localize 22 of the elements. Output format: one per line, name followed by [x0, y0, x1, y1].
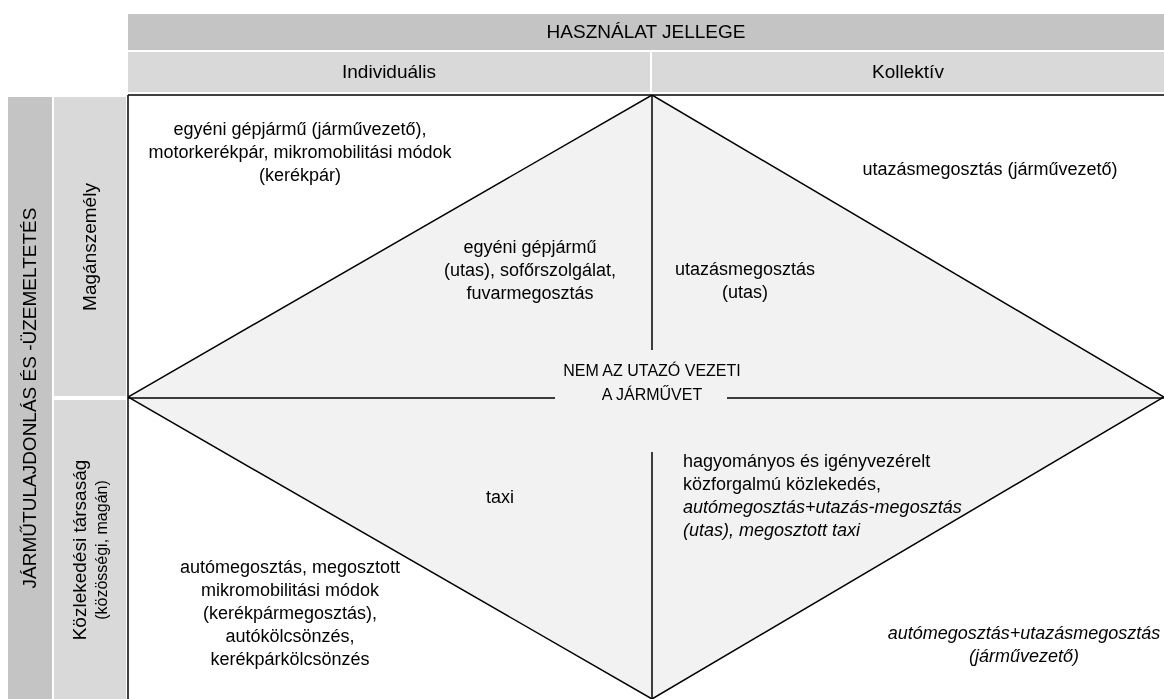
header-cell [54, 97, 126, 396]
category-text: hagyományos és igényvezérelt közforgalmú közlekedés, autómegosztás+utazás-megosztás (utas), megosztott taxi [683, 450, 963, 542]
header-text: Közlekedési társaság [68, 459, 91, 640]
header-cell [8, 97, 52, 699]
header-text: JÁRMŰTULAJDONLÁS ÉS -ÜZEMELTETÉS [18, 207, 41, 589]
category-text: autómegosztás, megosztott mikromobilitási módok (kerékpármegosztás), autókölcsönzés, kerékpárkölcsönzés [178, 556, 402, 671]
header-text: HASZNÁLAT JELLEGE [546, 19, 746, 44]
header-cell [54, 400, 126, 699]
header-cell [128, 14, 1164, 50]
category-text: utazásmegosztás (járművezető) [861, 158, 1119, 181]
header-cell [128, 52, 650, 92]
category-text: taxi [485, 486, 515, 509]
category-text: egyéni gépjármű (járművezető), motorkerékpár, mikromobilitási módok (kerékpár) [147, 118, 453, 187]
header-text: Individuális [342, 59, 436, 84]
category-text: egyéni gépjármű (utas), sofőrszolgálat, fuvarmegosztás [442, 236, 618, 305]
category-text: utazásmegosztás (utas) [673, 258, 817, 304]
center-text: NEM AZ UTAZÓ VEZETI A JÁRMŰVET [562, 360, 742, 405]
header-text: (közösségi, magán) [92, 479, 111, 620]
header-text: Magánszemély [78, 182, 101, 311]
header-text: Kollektív [872, 59, 944, 84]
header-cell [652, 52, 1164, 92]
category-text: autómegosztás+utazásmegosztás (járművezető) [886, 622, 1162, 668]
